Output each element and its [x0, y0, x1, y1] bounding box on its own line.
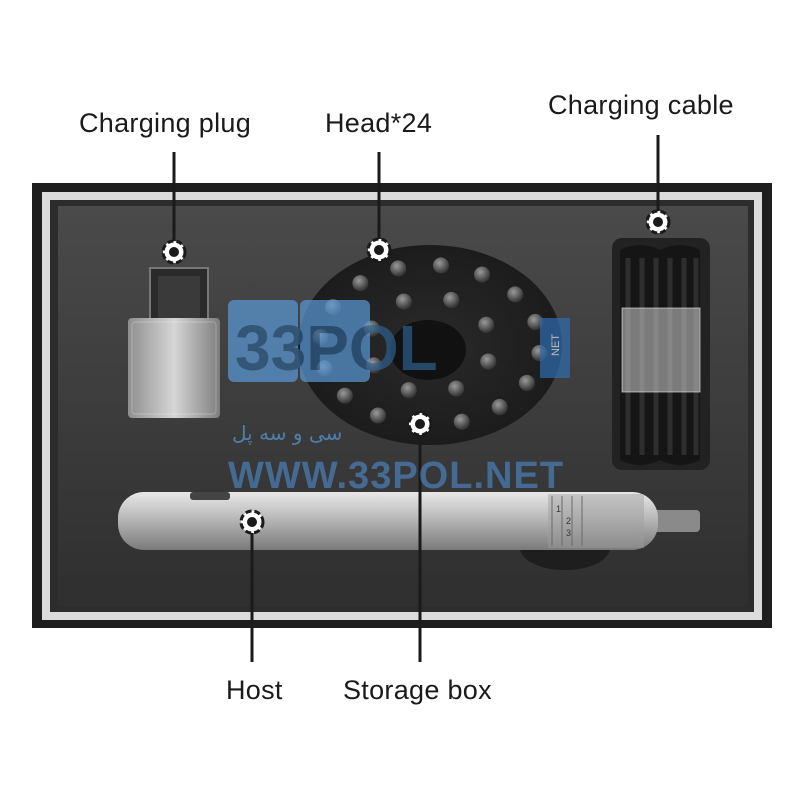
screwdriver-bit — [432, 257, 449, 274]
callout-charging-plug: Charging plug — [79, 108, 252, 138]
charging-plug — [128, 267, 220, 418]
screwdriver-bit — [507, 286, 524, 303]
screwdriver-bit — [443, 291, 460, 308]
callout-charging-cable: Charging cable — [548, 90, 734, 120]
screwdriver-bit — [491, 398, 508, 415]
screwdriver-bit — [400, 382, 417, 399]
screwdriver-bit — [395, 293, 412, 310]
target-marker-icon — [161, 239, 187, 265]
watermark-url: WWW.33POL.NET — [228, 455, 564, 497]
driver-scale-2: 2 — [566, 516, 571, 526]
target-marker-icon — [645, 209, 671, 235]
screwdriver-bit — [478, 316, 495, 333]
target-marker-icon — [407, 411, 433, 437]
target-marker-icon — [239, 509, 265, 535]
screwdriver-bit — [390, 260, 407, 277]
target-marker-icon — [366, 237, 392, 263]
screwdriver-bit — [518, 374, 535, 391]
watermark-logo-text: 33POL — [235, 312, 438, 384]
screwdriver-bit — [527, 313, 544, 330]
screwdriver-bit — [336, 387, 353, 404]
screwdriver-bit — [352, 275, 369, 292]
watermark-logo: 33POL NET سی و سه پل — [228, 300, 570, 446]
callout-storage-box: Storage box — [343, 675, 492, 705]
callout-head: Head*24 — [325, 108, 433, 138]
watermark-net-text: NET — [550, 334, 562, 356]
callout-host: Host — [226, 675, 283, 705]
driver-scale-1: 1 — [556, 504, 561, 514]
screwdriver-bit — [480, 353, 497, 370]
screwdriver-bit — [453, 413, 470, 430]
screwdriver-bit — [474, 266, 491, 283]
watermark-tagline: سی و سه پل — [232, 421, 342, 446]
screwdriver-bit — [369, 407, 386, 424]
driver-scale-3: 3 — [566, 528, 571, 538]
target-marker-icon — [161, 209, 671, 535]
callout-lines — [172, 135, 660, 662]
charging-cable — [612, 238, 710, 470]
screwdriver-bit — [448, 380, 465, 397]
